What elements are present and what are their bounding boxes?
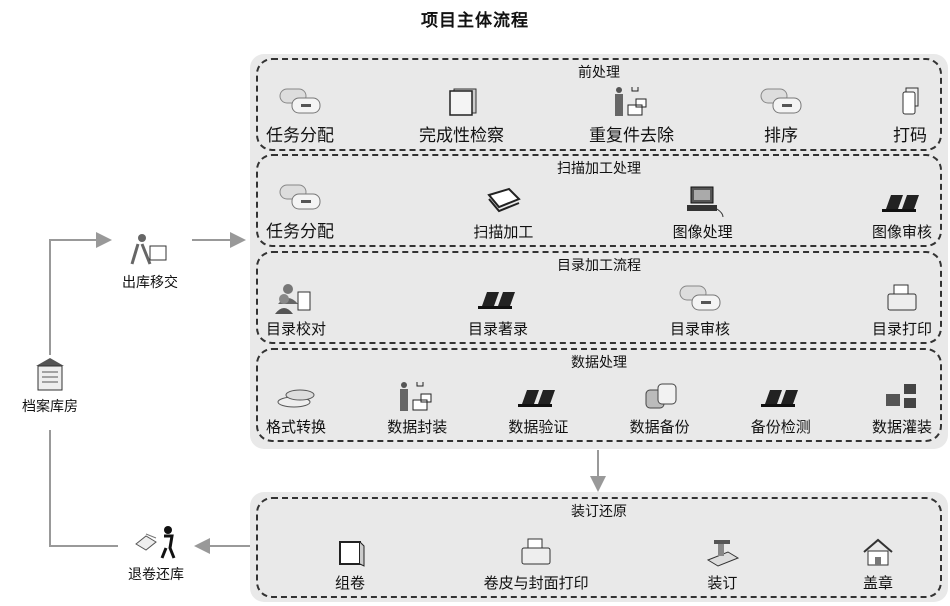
printer-icon (880, 282, 924, 314)
laptops-icon (759, 380, 803, 412)
laptops-icon (476, 282, 520, 314)
person-workstation-icon (610, 85, 654, 117)
servers-icon (880, 380, 924, 412)
step-label: 组卷 (334, 574, 365, 592)
binding-machine-icon (700, 536, 744, 568)
documents-icon (440, 85, 484, 117)
disks-icon (274, 380, 318, 412)
step-label: 目录打印 (871, 320, 932, 338)
laptops-icon (516, 380, 560, 412)
step-data-loading: 数据灌装 (872, 380, 932, 437)
step-label: 目录审核 (669, 320, 730, 338)
step-numbering: 打码 (888, 85, 932, 146)
step-label: 数据封装 (387, 418, 448, 436)
step-catalog-entry: 目录著录 (468, 282, 528, 339)
node-return: 退卷还库 (116, 524, 196, 584)
box-icon (328, 536, 372, 568)
step-label: 数据灌装 (871, 418, 932, 436)
printer-icon (514, 536, 558, 568)
step-task-assign: 任务分配 (266, 181, 334, 242)
step-label: 格式转换 (266, 418, 327, 436)
step-label: 完成性检察 (419, 126, 504, 146)
section-title: 数据处理 (571, 355, 627, 371)
scanner-icon (481, 185, 525, 217)
step-label: 图像审核 (871, 223, 932, 241)
step-scanning: 扫描加工 (473, 185, 533, 242)
archive-building-icon (26, 356, 74, 392)
section-data-processing: 数据处理 格式转换 数据封装 数据验证 数据备份 备份检测 数据灌装 (256, 348, 942, 442)
step-label: 排序 (764, 126, 798, 146)
archive-label: 档案库房 (22, 399, 78, 415)
tag-icon (278, 181, 322, 213)
step-label: 扫描加工 (473, 223, 534, 241)
step-task-assign: 任务分配 (266, 85, 334, 146)
line-return-to-archive (49, 430, 118, 547)
step-format-conversion: 格式转换 (266, 380, 326, 437)
diagram-title: 项目主体流程 (421, 11, 529, 31)
step-image-review: 图像审核 (872, 185, 932, 242)
step-backup-check: 备份检测 (751, 380, 811, 437)
step-catalog-review: 目录审核 (670, 282, 730, 339)
step-data-backup: 数据备份 (630, 380, 690, 437)
person-carrying-box-icon (126, 232, 174, 268)
step-cover-print: 卷皮与封面打印 (484, 536, 589, 593)
step-label: 数据验证 (508, 418, 569, 436)
tag-icon (759, 85, 803, 117)
return-label: 退卷还库 (128, 567, 184, 583)
step-label: 卷皮与封面打印 (483, 574, 589, 592)
step-label: 重复件去除 (589, 126, 674, 146)
tag-icon (278, 85, 322, 117)
outbound-label: 出库移交 (122, 275, 178, 291)
node-outbound: 出库移交 (110, 232, 190, 292)
person-returning-files-icon (132, 524, 180, 560)
section-scanning: 扫描加工处理 任务分配 扫描加工 图像处理 图像审核 (256, 154, 942, 247)
step-data-validation: 数据验证 (508, 380, 568, 437)
step-sort: 排序 (759, 85, 803, 146)
section-title: 前处理 (578, 65, 620, 81)
step-label: 目录著录 (467, 320, 528, 338)
step-label: 装订 (707, 574, 738, 592)
people-documents-icon (274, 282, 318, 314)
step-stamping: 盖章 (856, 536, 900, 593)
step-label: 打码 (893, 126, 927, 146)
binding-panel (250, 492, 948, 602)
step-catalog-proofread: 目录校对 (266, 282, 326, 339)
person-workstation-icon (395, 380, 439, 412)
step-label: 任务分配 (266, 222, 334, 242)
section-catalog: 目录加工流程 目录校对 目录著录 目录审核 目录打印 (256, 251, 942, 344)
step-volume-assembly: 组卷 (328, 536, 372, 593)
step-data-packaging: 数据封装 (387, 380, 447, 437)
step-label: 任务分配 (266, 126, 334, 146)
arrow-archive-to-outbound (49, 232, 112, 355)
step-binding: 装订 (700, 536, 744, 593)
step-label: 备份检测 (750, 418, 811, 436)
pages-icon (888, 85, 932, 117)
section-preprocessing: 前处理 任务分配 完成性检察 重复件去除 排序 打码 (256, 58, 942, 151)
section-binding-restore: 装订还原 组卷 卷皮与封面打印 装订 盖章 (256, 497, 942, 598)
node-archive: 档案库房 (20, 356, 80, 416)
step-label: 图像处理 (672, 223, 733, 241)
step-catalog-print: 目录打印 (872, 282, 932, 339)
house-icon (856, 536, 900, 568)
computer-icon (681, 185, 725, 217)
section-title: 目录加工流程 (557, 258, 641, 274)
step-label: 盖章 (862, 574, 893, 592)
step-image-processing: 图像处理 (673, 185, 733, 242)
step-duplicate-removal: 重复件去除 (589, 85, 674, 146)
step-completeness-check: 完成性检察 (419, 85, 504, 146)
section-title: 装订还原 (571, 504, 627, 520)
laptops-icon (880, 185, 924, 217)
database-icon (638, 380, 682, 412)
section-title: 扫描加工处理 (557, 161, 641, 177)
step-label: 数据备份 (629, 418, 690, 436)
step-label: 目录校对 (266, 320, 327, 338)
tag-icon (678, 282, 722, 314)
